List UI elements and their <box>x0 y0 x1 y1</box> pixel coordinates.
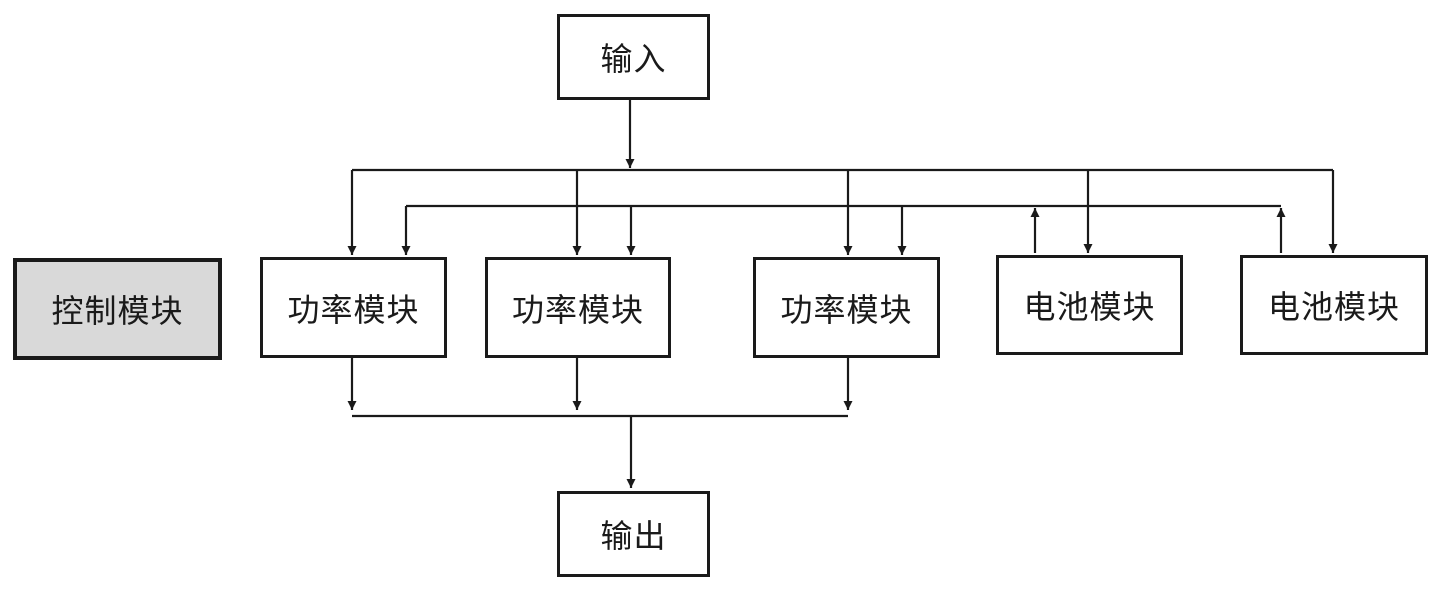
power-module-label-3: 功率模块 <box>780 290 913 329</box>
power-module-label-2: 功率模块 <box>511 290 644 329</box>
battery-module-label-2: 电池模块 <box>1267 288 1400 326</box>
battery-module-label-1: 电池模块 <box>1023 288 1156 326</box>
power-module-box-3: 功率模块 <box>753 257 940 358</box>
input-label: 输入 <box>600 40 667 78</box>
input-box: 输入 <box>557 14 710 100</box>
control-module-box: 控制模块 <box>13 258 222 360</box>
output-label: 输出 <box>600 517 667 555</box>
power-module-box-2: 功率模块 <box>485 257 671 358</box>
power-module-label-1: 功率模块 <box>287 290 420 329</box>
battery-module-box-1: 电池模块 <box>996 255 1183 355</box>
output-box: 输出 <box>557 491 710 577</box>
power-module-box-1: 功率模块 <box>260 257 447 358</box>
control-module-label: 控制模块 <box>51 292 184 330</box>
battery-module-box-2: 电池模块 <box>1240 255 1428 355</box>
